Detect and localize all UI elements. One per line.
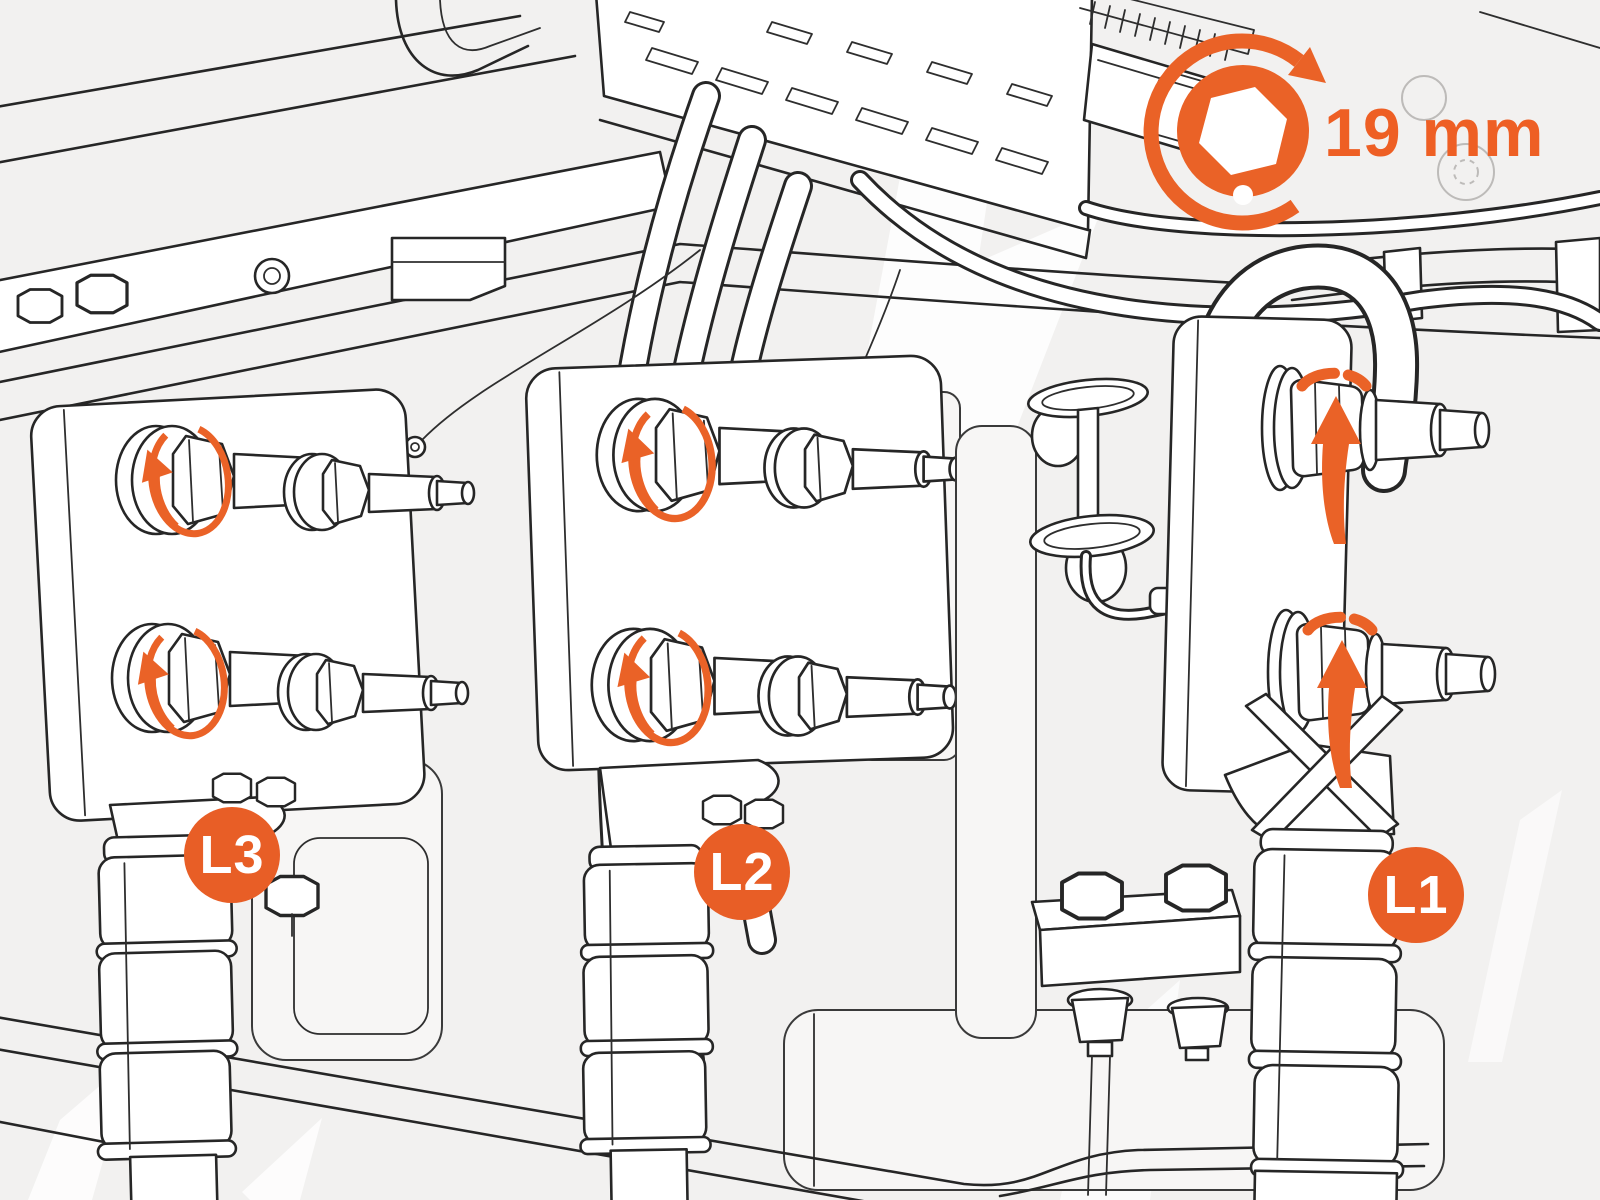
tray-vent-slots [624, 11, 1053, 175]
terminal-assembly-l3 [29, 388, 476, 1200]
l2-phase-cable [579, 843, 715, 1200]
phase-badge-l3-label: L3 [199, 825, 265, 885]
l3-terminal-plate [29, 388, 426, 822]
busbar-block [1030, 863, 1242, 1196]
phase-badge-l1: L1 [1368, 847, 1464, 943]
busbar-nut-2 [1166, 996, 1230, 1062]
hose-clamp-bracket [955, 377, 1196, 1039]
l1-phase-cable [1247, 827, 1405, 1200]
phase-badge-l1-label: L1 [1383, 865, 1449, 925]
phase-badge-l2: L2 [694, 824, 790, 920]
socket-rotation-icon [1143, 33, 1326, 231]
phase-badge-l2-label: L2 [709, 842, 775, 902]
phase-badge-l3: L3 [184, 807, 280, 903]
l1-cable-lug [1223, 692, 1404, 844]
terminal-assembly-l1 [1161, 243, 1497, 1200]
tool-size-label: 19 mm [1324, 95, 1545, 171]
cable-sweep-right [850, 170, 1600, 332]
busbar-nut-1 [1066, 987, 1134, 1196]
